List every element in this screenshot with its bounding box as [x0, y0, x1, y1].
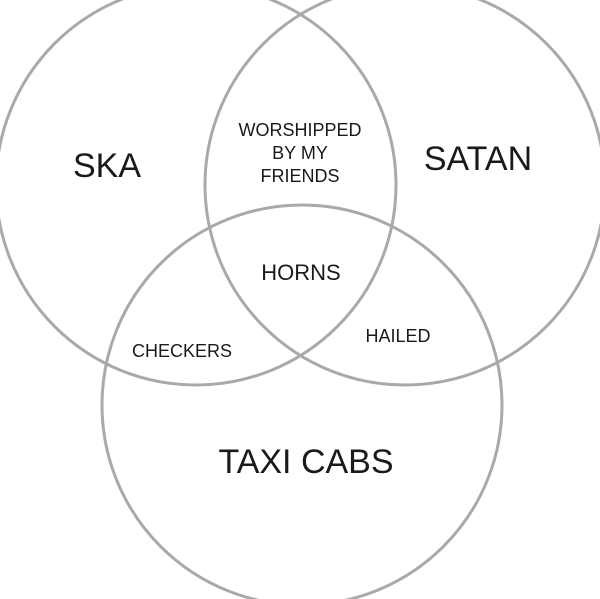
circle-ska — [0, 0, 398, 387]
intersection-label-satan-taxi: HAILED — [365, 326, 430, 346]
intersection-label-all: HORNS — [261, 260, 340, 285]
circle-satan — [203, 0, 600, 387]
set-label-satan: SATAN — [424, 140, 532, 178]
circle-taxi-cabs — [100, 203, 504, 599]
set-label-ska: SKA — [73, 147, 141, 185]
intersection-label-ska-taxi: CHECKERS — [132, 341, 232, 361]
intersection-label-ska-satan-line-1: WORSHIPPED — [238, 120, 361, 140]
set-label-taxi-cabs: TAXI CABS — [218, 443, 393, 481]
intersection-label-ska-satan-line-3: FRIENDS — [260, 166, 339, 186]
intersection-label-ska-satan-line-2: BY MY — [272, 143, 328, 163]
